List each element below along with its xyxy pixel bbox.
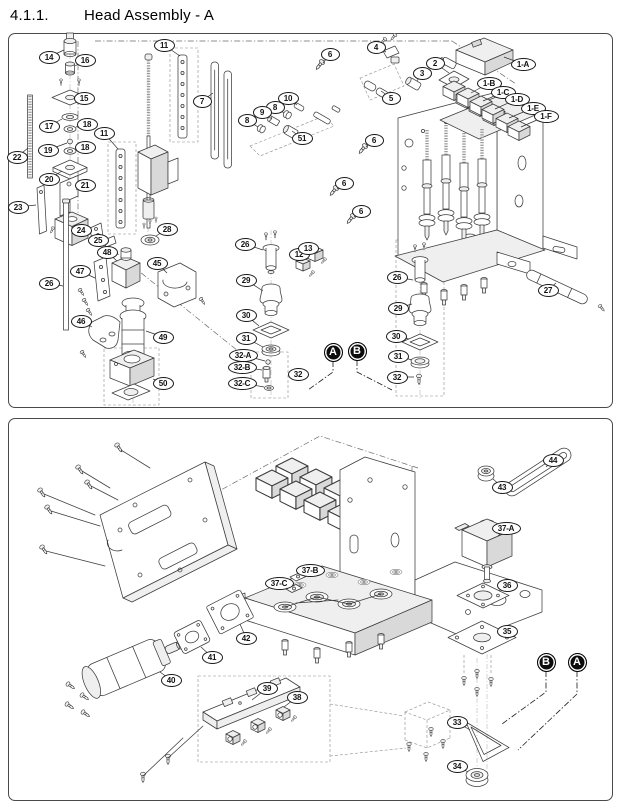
page-title: 4.1.1. Head Assembly - A [10,7,214,24]
section-number: 4.1.1. [10,7,49,24]
diagram-panel-bottom [8,418,613,801]
section-text: Head Assembly - A [84,7,215,24]
diagram-panel-top [8,33,613,408]
